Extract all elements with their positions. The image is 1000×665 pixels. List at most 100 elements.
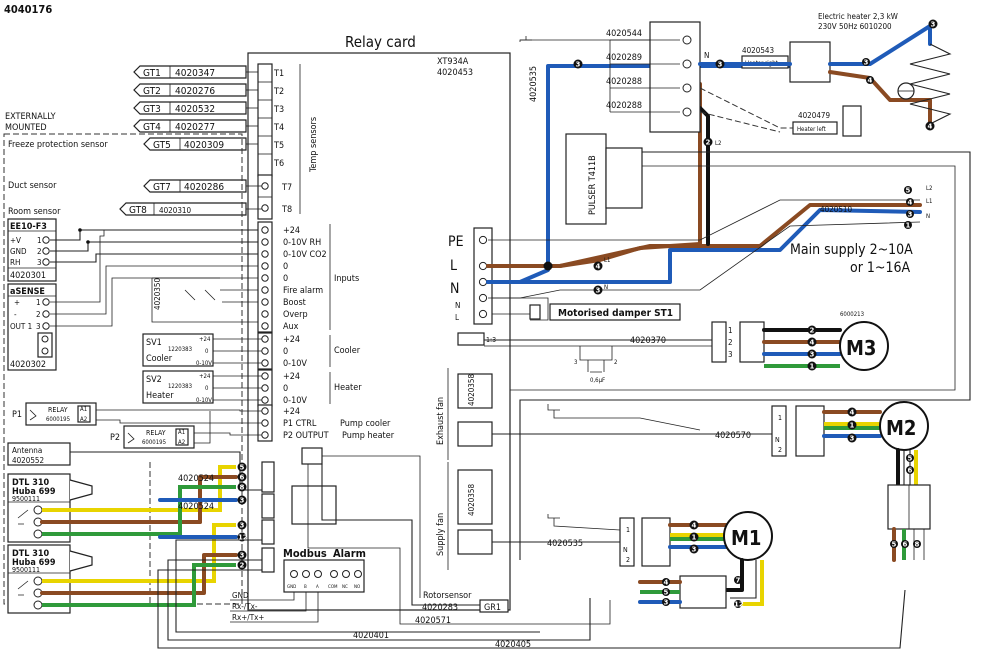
- badge-h-3b: 3: [864, 59, 869, 67]
- badge-6a: 6: [240, 474, 245, 482]
- main-supply-1: Main supply 2~10A: [790, 242, 913, 258]
- badge-3c: 3: [240, 552, 245, 560]
- dtl2-sub: Huba 699: [12, 558, 56, 568]
- m3-pin-3: 3: [728, 350, 733, 359]
- input-label-2: 0-10V CO2: [283, 250, 327, 260]
- modbus-line-rx-minus: Rx-/Tx-: [232, 602, 258, 611]
- gt2-name: GT2: [143, 86, 161, 97]
- pump-plus24: +24: [283, 407, 300, 417]
- input-label-6: Boost: [283, 298, 306, 308]
- dtl2-part: 9500111: [12, 566, 40, 574]
- motor-m1-label: M1: [731, 526, 761, 550]
- badge-m3-1: 1: [810, 363, 815, 371]
- sv1-pin-2: 0-10V: [196, 360, 212, 367]
- cable-4020283: 4020283: [422, 603, 458, 613]
- asense-box: [7, 283, 57, 371]
- sv1-box: [142, 333, 214, 367]
- modbus-title: Modbus: [283, 547, 327, 560]
- ee10-pin-rh: RH: [10, 258, 20, 267]
- badge-m2-3: 3: [850, 435, 855, 443]
- heater-right-part: 4020543: [742, 46, 774, 55]
- badge-m1-l5: 5: [664, 589, 669, 597]
- badge-m2-6: 6: [908, 467, 913, 475]
- m1-lower-connector: [679, 575, 727, 609]
- badge-m2-l6: 6: [903, 541, 908, 549]
- sv1-label: Cooler: [146, 354, 173, 364]
- relay-p2-label: RELAY: [146, 429, 166, 437]
- cable-4020510: 4020510: [820, 205, 852, 214]
- motor-m1: [723, 511, 773, 561]
- heater-part-3: 4020288: [606, 101, 642, 111]
- p1-label: P1: [12, 410, 22, 420]
- dtl2-name: DTL 310: [12, 549, 49, 559]
- asense-num-1: 1: [36, 298, 41, 307]
- badge-3a: 3: [240, 497, 245, 505]
- cooler-terminal-column: [257, 332, 273, 370]
- sv2-box: [142, 370, 214, 404]
- badge-8a: 8: [240, 484, 245, 492]
- p1-ctrl-label: P1 CTRL: [283, 419, 317, 429]
- mark-n: N: [604, 284, 608, 291]
- pump-cooler-label: Pump cooler: [340, 419, 391, 429]
- badge-h-4b: 4: [868, 77, 873, 85]
- m2-lower-connector: [887, 484, 931, 530]
- t5-label: T5: [273, 141, 284, 151]
- externally-mounted-zone: [3, 133, 243, 605]
- supply-fan-label: Supply fan: [436, 513, 446, 556]
- pulser-label: PULSER T411B: [588, 155, 598, 215]
- room-sensor-label: Room sensor: [8, 207, 61, 217]
- cable-4020370: 4020370: [630, 336, 666, 346]
- input-label-0: +24: [283, 226, 300, 236]
- cable-4020535-b: 4020535: [547, 539, 583, 549]
- m3-connector: [711, 321, 765, 363]
- exhaust-fan-label: Exhaust fan: [436, 397, 446, 445]
- sv1-pin-1: 0: [205, 348, 209, 355]
- fan-connectors: [447, 368, 493, 570]
- ee10-name: EE10-F3: [10, 222, 47, 232]
- badge-3b: 3: [240, 522, 245, 530]
- sv2-name: SV2: [146, 375, 162, 385]
- gt8-name: GT8: [129, 205, 147, 216]
- cable-4020571: 4020571: [415, 616, 451, 626]
- asense-part: 4020302: [10, 360, 46, 370]
- modbus-line-gnd: GND: [232, 591, 249, 600]
- badge-n-3: 3: [596, 287, 601, 295]
- badge-m1-l4: 4: [664, 579, 669, 587]
- heater-label-2: 0-10V: [283, 396, 307, 406]
- relay-p1-a2: A2: [80, 416, 87, 423]
- asense-name: aSENSE: [10, 287, 45, 297]
- mark-n-end: N: [926, 213, 930, 220]
- modbus-pin-gnd: GND: [287, 584, 296, 590]
- modbus-pin-b: B: [304, 584, 307, 590]
- cap-pin-3: 3: [574, 359, 577, 366]
- dtl1-name: DTL 310: [12, 478, 49, 488]
- badge-h-3: 3: [931, 21, 936, 29]
- input-label-1: 0-10V RH: [283, 238, 321, 248]
- heater-part-1: 4020289: [606, 53, 642, 63]
- ee10-num-1: 1: [37, 236, 42, 245]
- sensor-badges: 5 6 8 3 3 12 3 2: [237, 462, 248, 570]
- badge-m2-4: 4: [850, 409, 855, 417]
- relay-p2-a2: A2: [178, 439, 185, 446]
- antenna-name: Antenna: [12, 446, 42, 455]
- sv1-name: SV1: [146, 338, 162, 348]
- t1-label: T1: [273, 69, 284, 79]
- asense-num-2: 2: [36, 310, 41, 319]
- fan-part-4020358-b: 4020358: [467, 484, 476, 516]
- heater-label-0: +24: [283, 372, 300, 382]
- badge-end-3: 3: [908, 211, 913, 219]
- badge-5a: 5: [240, 464, 245, 472]
- relay-card-model: XT934A: [437, 57, 469, 67]
- gt3-part: 4020532: [175, 104, 215, 115]
- m3-pin-2: 2: [728, 338, 733, 347]
- gt1-name: GT1: [143, 68, 161, 79]
- supply-pe: PE: [448, 234, 464, 250]
- thermostat-icon: [897, 82, 915, 100]
- inputs-terminal-column: [257, 221, 273, 333]
- temp-sensors-heading: Temp sensors: [309, 117, 319, 173]
- damper-box: [549, 303, 681, 321]
- main-supply-2: or 1~16A: [850, 260, 910, 276]
- sv1-pin-0: +24: [199, 336, 211, 343]
- el-heater-title-2: 230V 50Hz 6010200: [818, 22, 892, 31]
- cable-4020524-b: 4020524: [178, 502, 214, 512]
